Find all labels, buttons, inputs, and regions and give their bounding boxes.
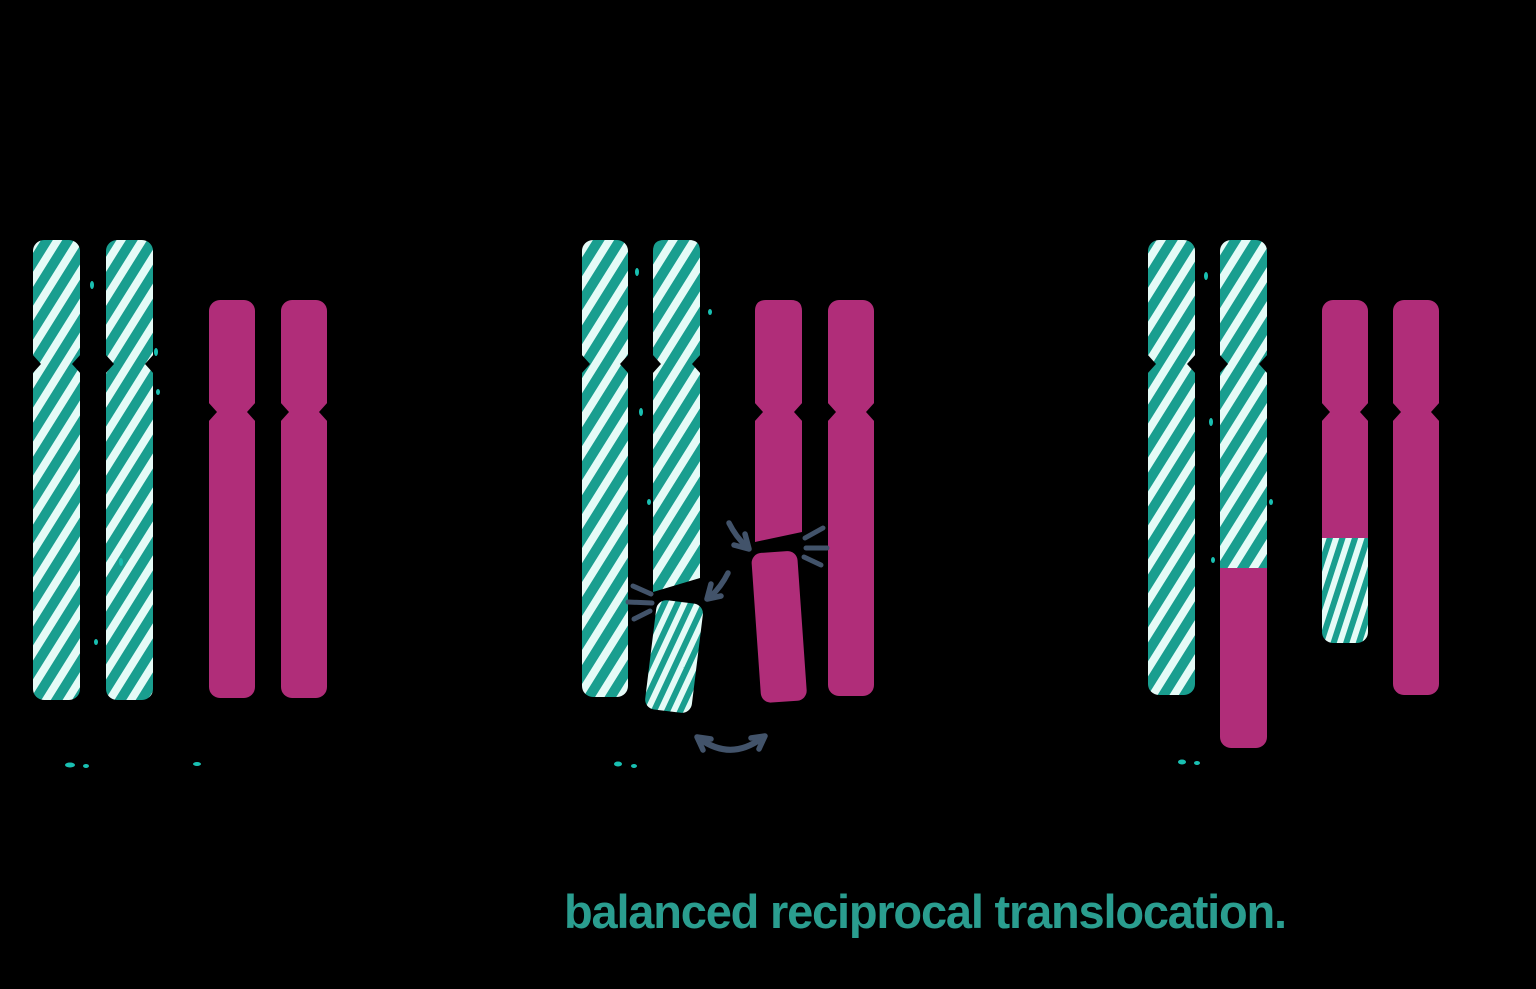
centromere-notch: [581, 354, 590, 374]
striped-chromosome-2: [105, 240, 154, 700]
centromere-notch: [1219, 354, 1228, 374]
striped-chromosome-normal: [1147, 240, 1196, 695]
magenta-chromosome-broken-upper: [754, 300, 803, 542]
striped-chromosome-1: [32, 240, 81, 700]
magenta-break-marks: [801, 525, 830, 568]
centromere-notch: [208, 402, 217, 422]
texture-specks: [65, 268, 1273, 768]
striped-chromosome-intact: [581, 240, 629, 697]
centromere-notch: [32, 354, 41, 374]
centromere-notch: [105, 354, 114, 374]
centromere-notch: [1187, 354, 1196, 374]
centromere-notch: [1321, 402, 1330, 422]
centromere-notch: [247, 402, 256, 422]
magenta-chromosome-normal: [1392, 300, 1440, 695]
centromere-notch: [827, 402, 836, 422]
magenta-chromosome-1: [208, 300, 256, 698]
centromere-notch: [692, 354, 701, 374]
centromere-notch: [1147, 354, 1156, 374]
arrow-to-teal-break-icon: [704, 570, 731, 602]
translocated-magenta-segment: [1220, 568, 1267, 748]
centromere-notch: [280, 402, 289, 422]
centromere-notch: [620, 354, 629, 374]
centromere-notch: [72, 354, 81, 374]
teal-break-marks: [625, 583, 655, 622]
arrow-to-magenta-break-icon: [726, 520, 752, 552]
derivative-magenta-chromosome-with-striped-tip: [1321, 300, 1369, 643]
centromere-notch: [652, 354, 661, 374]
normal-pair-group: [32, 240, 328, 700]
striped-chromosome-broken-upper: [652, 240, 701, 592]
magenta-chromosome-intact: [827, 300, 875, 696]
centromere-notch: [1431, 402, 1440, 422]
derivative-striped-chromosome-with-magenta-tip: [1219, 240, 1268, 748]
centromere-notch: [866, 402, 875, 422]
centromere-notch: [754, 402, 763, 422]
caption-text: balanced reciprocal translocation.: [564, 885, 1287, 938]
breakage-group: [581, 240, 875, 753]
striped-chromosome-broken-fragment: [645, 600, 703, 713]
centromere-notch: [145, 354, 154, 374]
translocated-group: [1147, 240, 1440, 748]
centromere-notch: [794, 402, 803, 422]
centromere-notch: [319, 402, 328, 422]
centromere-notch: [1360, 402, 1369, 422]
magenta-chromosome-2: [280, 300, 328, 698]
magenta-chromosome-broken-fragment: [751, 551, 807, 703]
swap-arrow-icon: [694, 733, 768, 753]
translocated-striped-segment: [1322, 538, 1368, 643]
centromere-notch: [1259, 354, 1268, 374]
centromere-notch: [1392, 402, 1401, 422]
